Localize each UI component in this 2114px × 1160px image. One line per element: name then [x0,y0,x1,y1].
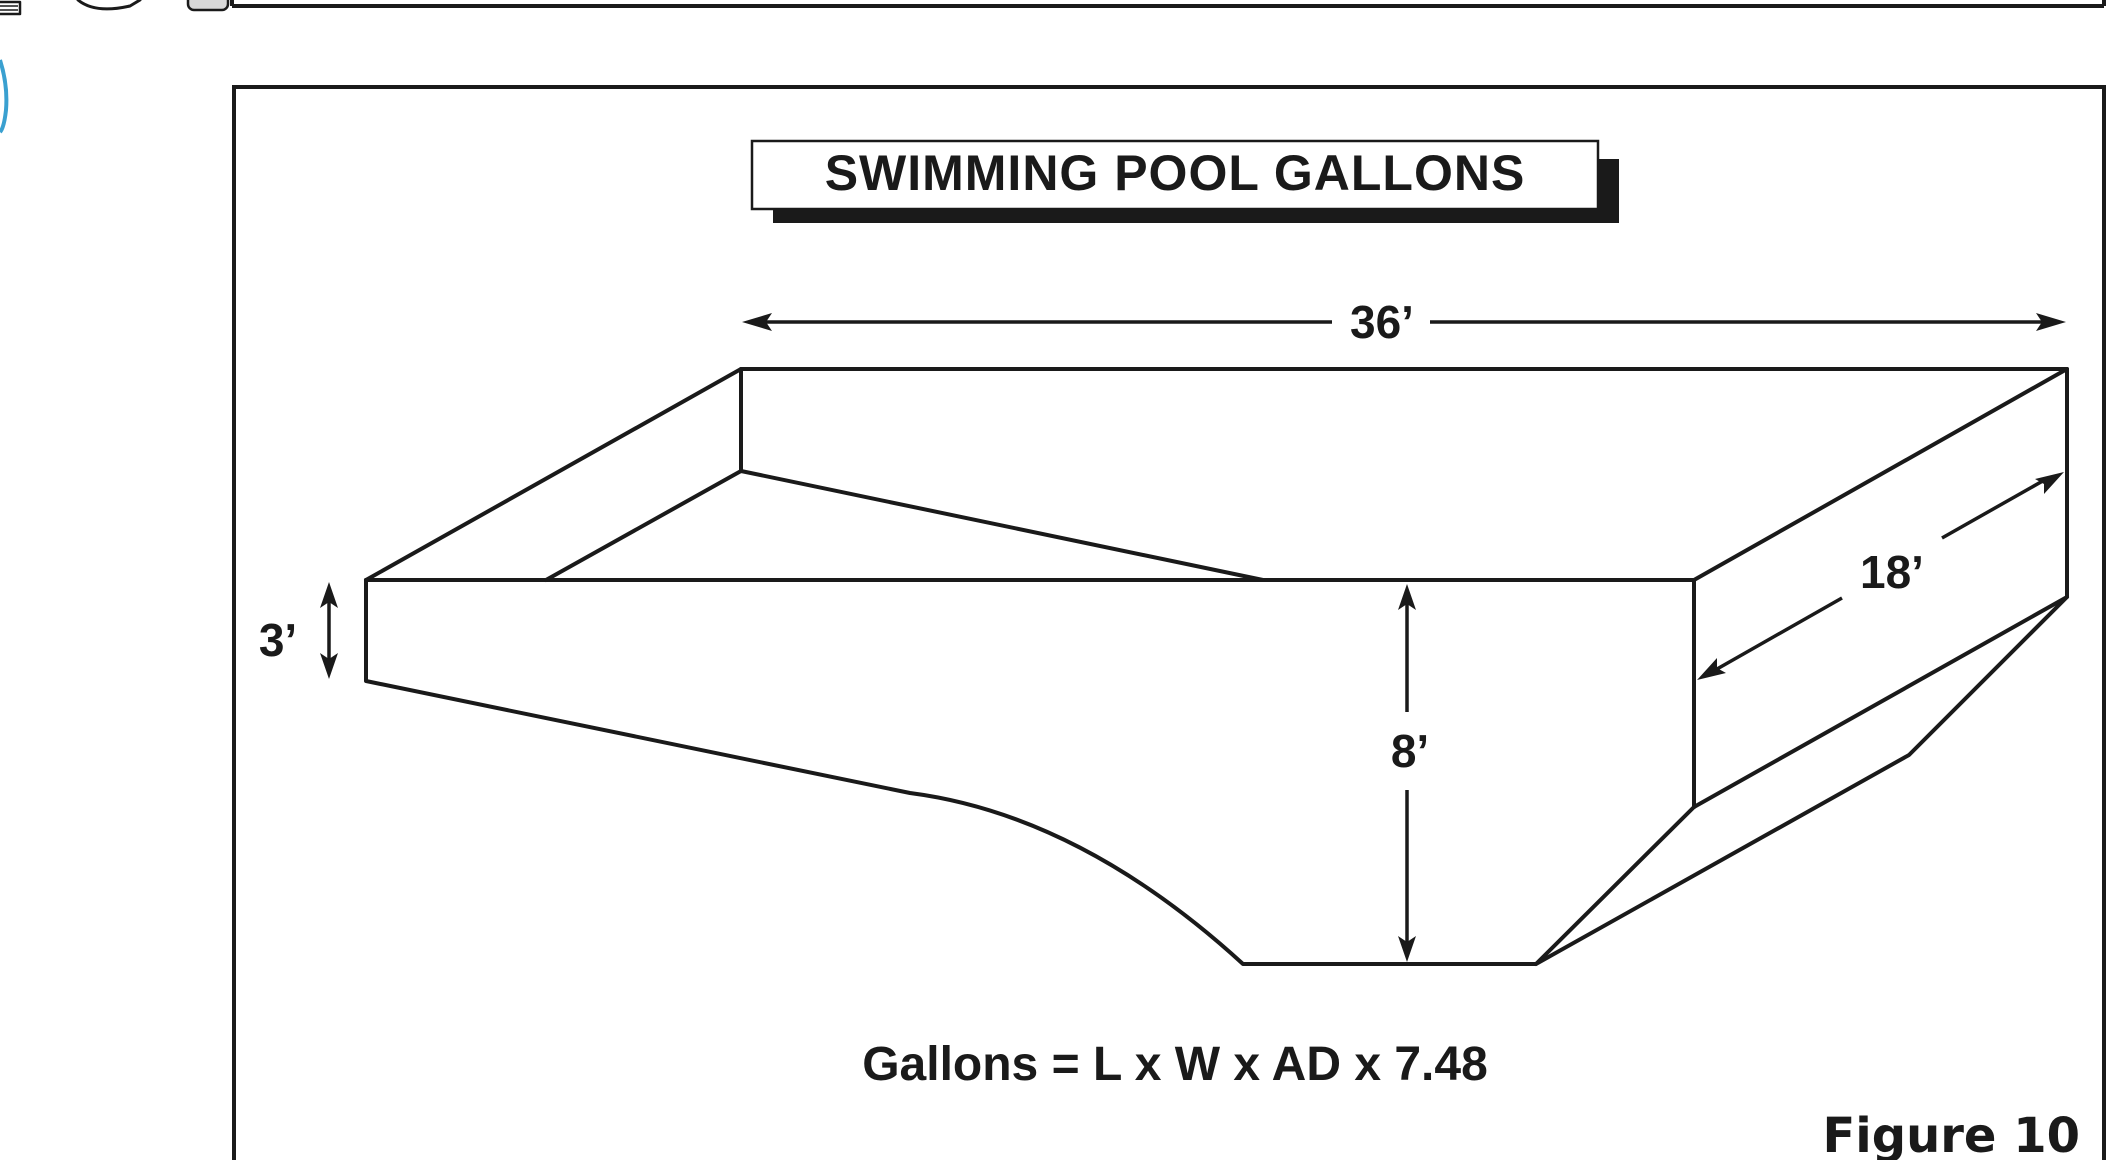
figure-caption: Figure 10 [1822,1108,2080,1160]
shallow-depth-dimension: 3’ [259,582,338,679]
figure-frame [232,85,2106,1160]
cropped-bottle-icon [186,0,230,12]
shallow-depth-label: 3’ [259,614,297,666]
cropped-water-drop-icon [0,59,9,134]
cropped-cup-icon [76,0,142,11]
pool-outline [364,367,2069,966]
diagram-title: SWIMMING POOL GALLONS [825,145,1526,201]
cropped-glass-icon [0,0,22,16]
deep-depth-label: 8’ [1391,725,1429,777]
length-label: 36’ [1350,296,1414,348]
deep-depth-dimension: 8’ [1391,584,1429,962]
width-label: 18’ [1860,546,1924,598]
length-dimension: 36’ [742,296,2066,348]
gallons-formula: Gallons = L x W x AD x 7.48 [862,1038,1488,1091]
width-dimension: 18’ [1697,472,2064,680]
title-box: SWIMMING POOL GALLONS [750,139,1619,223]
